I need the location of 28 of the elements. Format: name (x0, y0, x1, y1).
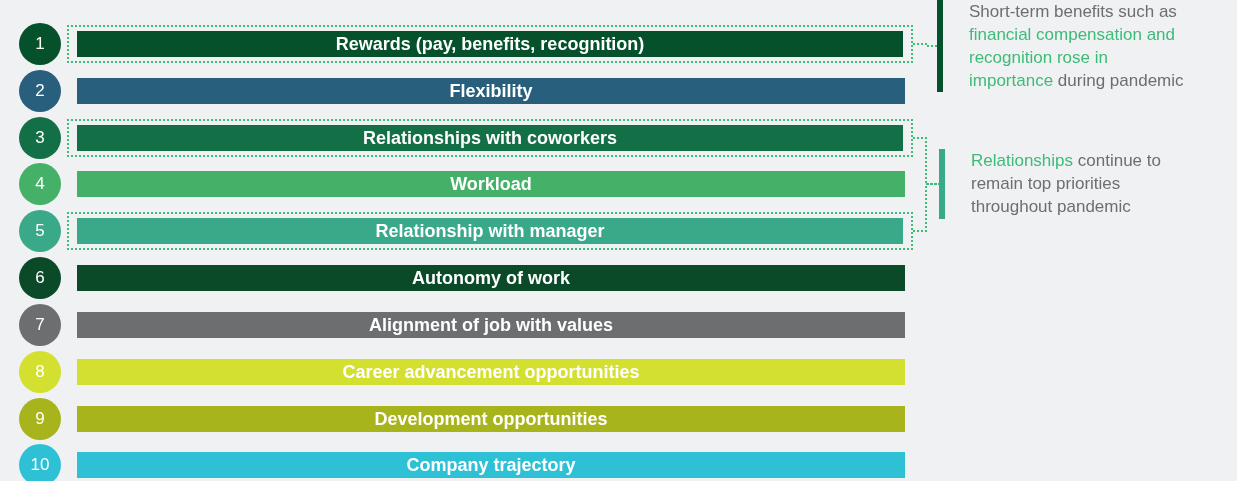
ranking-bar: Alignment of job with values (77, 312, 905, 338)
leader-line (912, 43, 938, 47)
leader-line (912, 183, 940, 232)
rank-badge: 7 (19, 304, 61, 346)
rank-badge: 2 (19, 70, 61, 112)
ranking-bar: Rewards (pay, benefits, recognition) (77, 31, 903, 57)
rank-badge: 10 (19, 444, 61, 481)
rank-badge: 8 (19, 351, 61, 393)
ranking-bar: Company trajectory (77, 452, 905, 478)
ranking-bar: Development opportunities (77, 406, 905, 432)
callout-text: Short-term benefits such as financial compensation and recognition rose in importance during pandemic (969, 1, 1185, 92)
ranking-bar: Relationship with manager (77, 218, 903, 244)
highlight-frame (67, 212, 913, 250)
ranking-bar: Flexibility (77, 78, 905, 104)
rank-badge: 4 (19, 163, 61, 205)
ranking-bar: Career advancement opportunities (77, 359, 905, 385)
rank-badge: 5 (19, 210, 61, 252)
highlight-frame (67, 119, 913, 157)
ranking-bar: Autonomy of work (77, 265, 905, 291)
ranking-bar: Relationships with coworkers (77, 125, 903, 151)
rank-badge: 3 (19, 117, 61, 159)
callout-text: Relationships continue to remain top priorities throughout pandemic (971, 150, 1161, 218)
ranking-bar: Workload (77, 171, 905, 197)
rank-badge: 6 (19, 257, 61, 299)
rank-badge: 1 (19, 23, 61, 65)
rank-badge: 9 (19, 398, 61, 440)
leader-line (912, 137, 940, 185)
highlight-frame (67, 25, 913, 63)
